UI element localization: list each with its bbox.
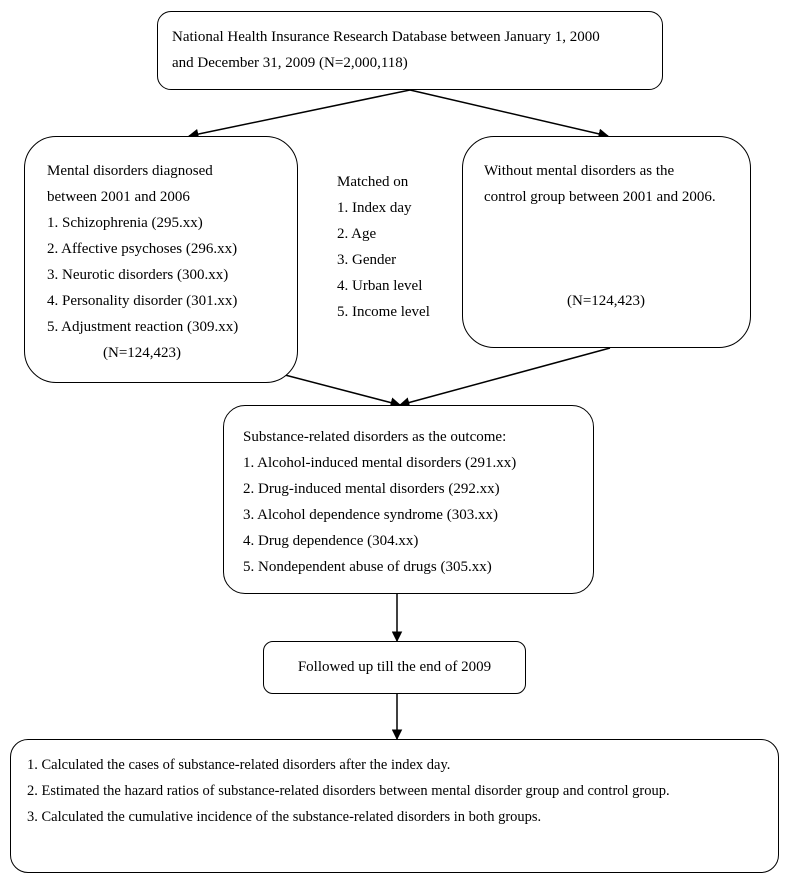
control-line-2: control group between 2001 and 2006. [484,189,716,205]
arrow-control-to-outcome [398,347,611,408]
outcome-item-1: 1. Alcohol-induced mental disorders (291… [243,455,517,471]
analysis-item-3: 3. Calculated the cumulative incidence o… [27,809,542,825]
control-count: (N=124,423) [567,293,646,309]
source-database-text: National Health Insurance Research Datab… [172,24,600,76]
source-line-2: and December 31, 2009 (N=2,000,118) [172,55,408,71]
matched-item-1: 1. Index day [337,200,412,216]
outcome-item-5: 5. Nondependent abuse of drugs (305.xx) [243,559,492,575]
matched-item-5: 5. Income level [337,304,430,320]
outcome-item-3: 3. Alcohol dependence syndrome (303.xx) [243,507,498,523]
followup-box [263,641,526,694]
analysis-item-2: 2. Estimated the hazard ratios of substa… [27,783,670,799]
analysis-item-1: 1. Calculated the cases of substance-rel… [27,757,451,773]
outcome-box [223,405,594,594]
mental-item-5: 5. Adjustment reaction (309.xx) [47,319,239,335]
matched-item-4: 4. Urban level [337,278,423,294]
mental-heading-1: Mental disorders diagnosed [47,163,213,179]
matched-item-2: 2. Age [337,226,377,242]
arrow-mental-to-outcome [284,374,402,408]
mental-disorders-text: Mental disorders diagnosed between 2001 … [47,158,238,366]
mental-item-3: 3. Neurotic disorders (300.xx) [47,267,229,283]
matched-heading: Matched on [337,174,409,190]
outcome-text: Substance-related disorders as the outco… [243,424,516,580]
arrow-source-to-mental [187,89,411,140]
control-group-box [462,136,751,348]
mental-heading-2: between 2001 and 2006 [47,189,190,205]
source-line-1: National Health Insurance Research Datab… [172,29,600,45]
mental-count: (N=124,423) [103,345,182,361]
matched-item-3: 3. Gender [337,252,397,268]
source-database-box [157,11,663,90]
outcome-item-4: 4. Drug dependence (304.xx) [243,533,419,549]
mental-item-4: 4. Personality disorder (301.xx) [47,293,238,309]
control-group-text: Without mental disorders as the control … [484,158,716,210]
analysis-box [10,739,779,873]
followup-label: Followed up till the end of 2009 [297,659,492,675]
arrow-source-to-control [409,89,610,139]
mental-item-2: 2. Affective psychoses (296.xx) [47,241,238,257]
mental-disorders-box [24,136,298,383]
analysis-text: 1. Calculated the cases of substance-rel… [27,752,670,830]
control-line-1: Without mental disorders as the [484,163,675,179]
outcome-heading: Substance-related disorders as the outco… [243,429,507,445]
mental-item-1: 1. Schizophrenia (295.xx) [47,215,203,231]
matched-on-text: Matched on 1. Index day 2. Age 3. Gender… [337,169,430,325]
outcome-item-2: 2. Drug-induced mental disorders (292.xx… [243,481,500,497]
